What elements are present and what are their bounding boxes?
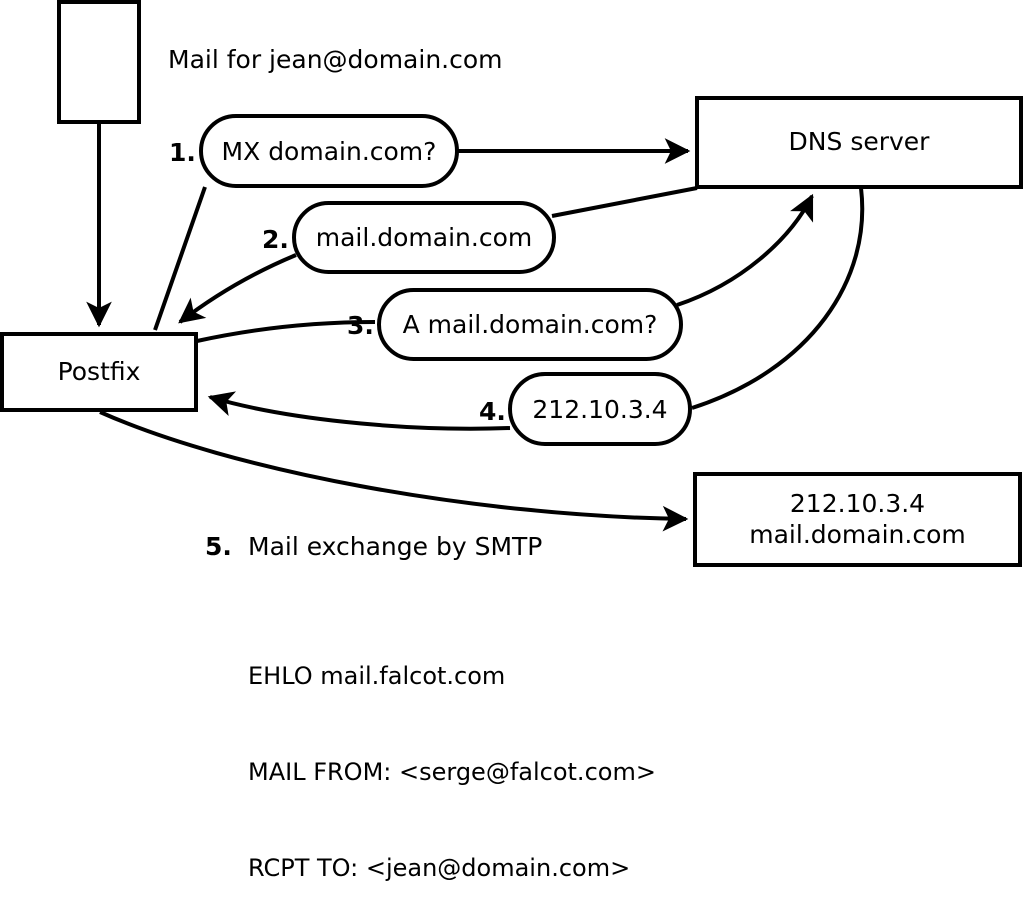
node-dns-server-box: DNS server [695,96,1023,189]
link-dns-to-answer2 [551,186,698,218]
transcript-line: RCPT TO: <jean@domain.com> [248,854,631,882]
transcript-line: MAIL FROM: <serge@falcot.com> [248,758,656,786]
bubble-step-1-label: MX domain.com? [221,136,437,166]
node-dns-server-label: DNS server [788,127,930,157]
node-mail-server-hostname: mail.domain.com [749,519,966,549]
node-postfix-box: Postfix [0,332,198,412]
page-title: Mail for jean@domain.com [168,45,503,74]
bubble-step-3-label: A mail.domain.com? [402,310,658,339]
arrow-answer2-to-postfix [178,253,297,324]
node-mail-server-box: 212.10.3.4 mail.domain.com [693,472,1022,567]
step-5-label: Mail exchange by SMTP [248,532,543,561]
node-postfix-label: Postfix [57,356,141,386]
step-number-1: 1. [169,138,196,167]
node-sender-box [57,0,141,124]
bubble-step-3: A mail.domain.com? [377,288,683,361]
arrow-query3-to-dns [676,193,814,307]
link-postfix-to-query1 [153,186,207,331]
bubble-step-4-label: 212.10.3.4 [532,394,668,424]
transcript-line: EHLO mail.falcot.com [248,662,506,690]
link-dns-to-answer4 [691,187,865,410]
step-number-3: 3. [347,311,374,340]
arrow-answer4-to-postfix [207,391,511,431]
bubble-step-2: mail.domain.com [292,201,556,274]
step-number-5: 5. [205,532,232,561]
bubble-step-4: 212.10.3.4 [508,372,692,446]
step-number-2: 2. [262,225,289,254]
node-mail-server-ip: 212.10.3.4 [789,489,926,518]
smtp-transcript: EHLO mail.falcot.com MAIL FROM: <serge@f… [248,596,656,919]
bubble-step-1: MX domain.com? [199,114,459,188]
bubble-step-2-label: mail.domain.com [315,223,533,252]
step-number-4: 4. [479,397,506,426]
